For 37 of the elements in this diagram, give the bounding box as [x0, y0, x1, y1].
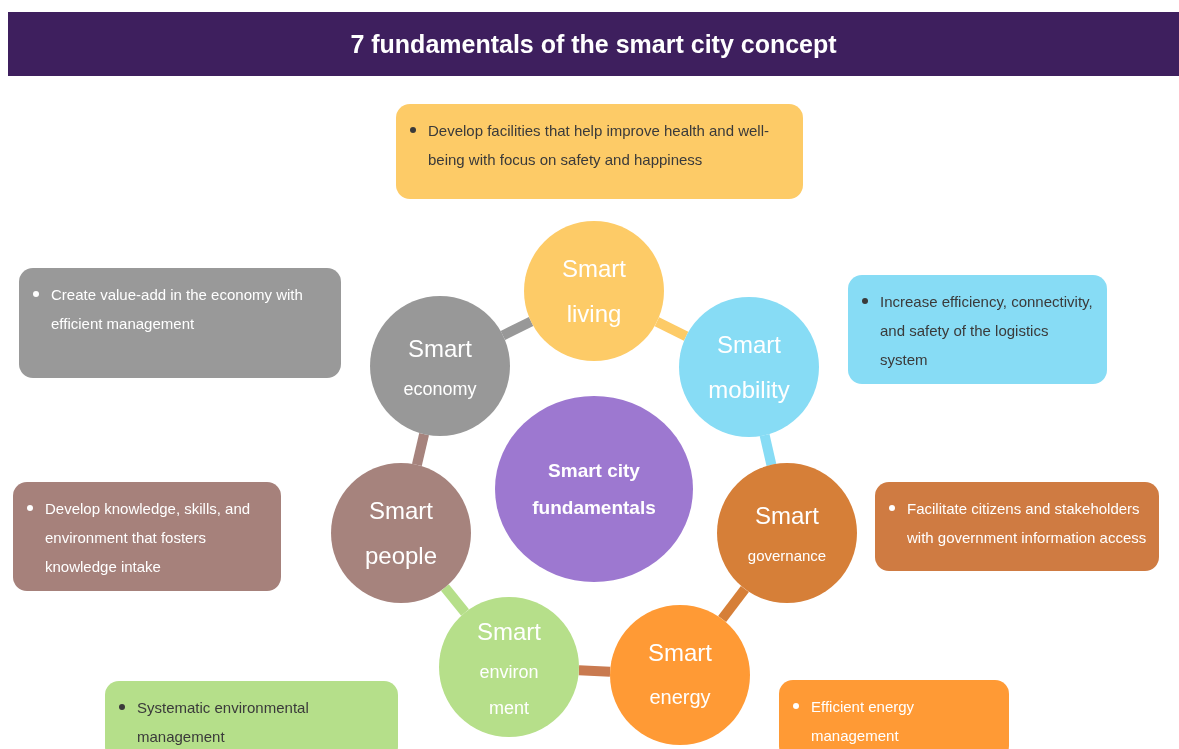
node-subtitle: mobility [708, 375, 790, 405]
connector-bar [654, 317, 689, 341]
description-text: Systematic environmental management [137, 699, 309, 745]
node-title: Smart [477, 616, 541, 647]
node-title: Smart [648, 638, 712, 668]
description-card [396, 104, 803, 199]
description-card [875, 482, 1159, 571]
connector-bar [441, 584, 469, 616]
description-text: Create value-add in the economy with efficient management [51, 286, 303, 332]
node-title: Smart [755, 500, 819, 531]
node-title: Smart [717, 330, 781, 360]
description-card [19, 268, 341, 378]
node-subtitle: governance [747, 545, 827, 566]
description-card [13, 482, 281, 591]
description-text: Develop facilities that help improve health and well-being with focus on safety and happiness [428, 122, 769, 168]
node-subtitle: environ ment [478, 660, 540, 720]
node-title: Smart [369, 496, 433, 526]
description-text: Develop knowledge, skills, and environment that fosters knowledge intake [45, 500, 251, 575]
connector-bar [500, 317, 534, 340]
node-subtitle: energy [649, 685, 711, 710]
node-subtitle: people [364, 541, 438, 571]
connector-bar [578, 665, 611, 677]
node-subtitle: living [566, 299, 622, 329]
connector-bar [718, 585, 749, 623]
connector-bar [759, 434, 777, 466]
description-card [779, 680, 1009, 749]
description-card [105, 681, 398, 749]
description-text: Increase efficiency, connectivity, and safety of the logistics system [880, 293, 1093, 368]
connector-bar [412, 433, 429, 466]
description-text: Efficient energy management [811, 698, 915, 744]
description-text: Facilitate citizens and stakeholders with government information access [907, 500, 1147, 546]
title-banner: 7 fundamentals of the smart city concept [8, 12, 1179, 76]
node-subtitle: economy [403, 377, 477, 401]
node-title: Smart city fundamentals [531, 459, 657, 520]
node-title: Smart [408, 333, 472, 364]
description-card [848, 275, 1107, 384]
node-title: Smart [562, 254, 626, 284]
